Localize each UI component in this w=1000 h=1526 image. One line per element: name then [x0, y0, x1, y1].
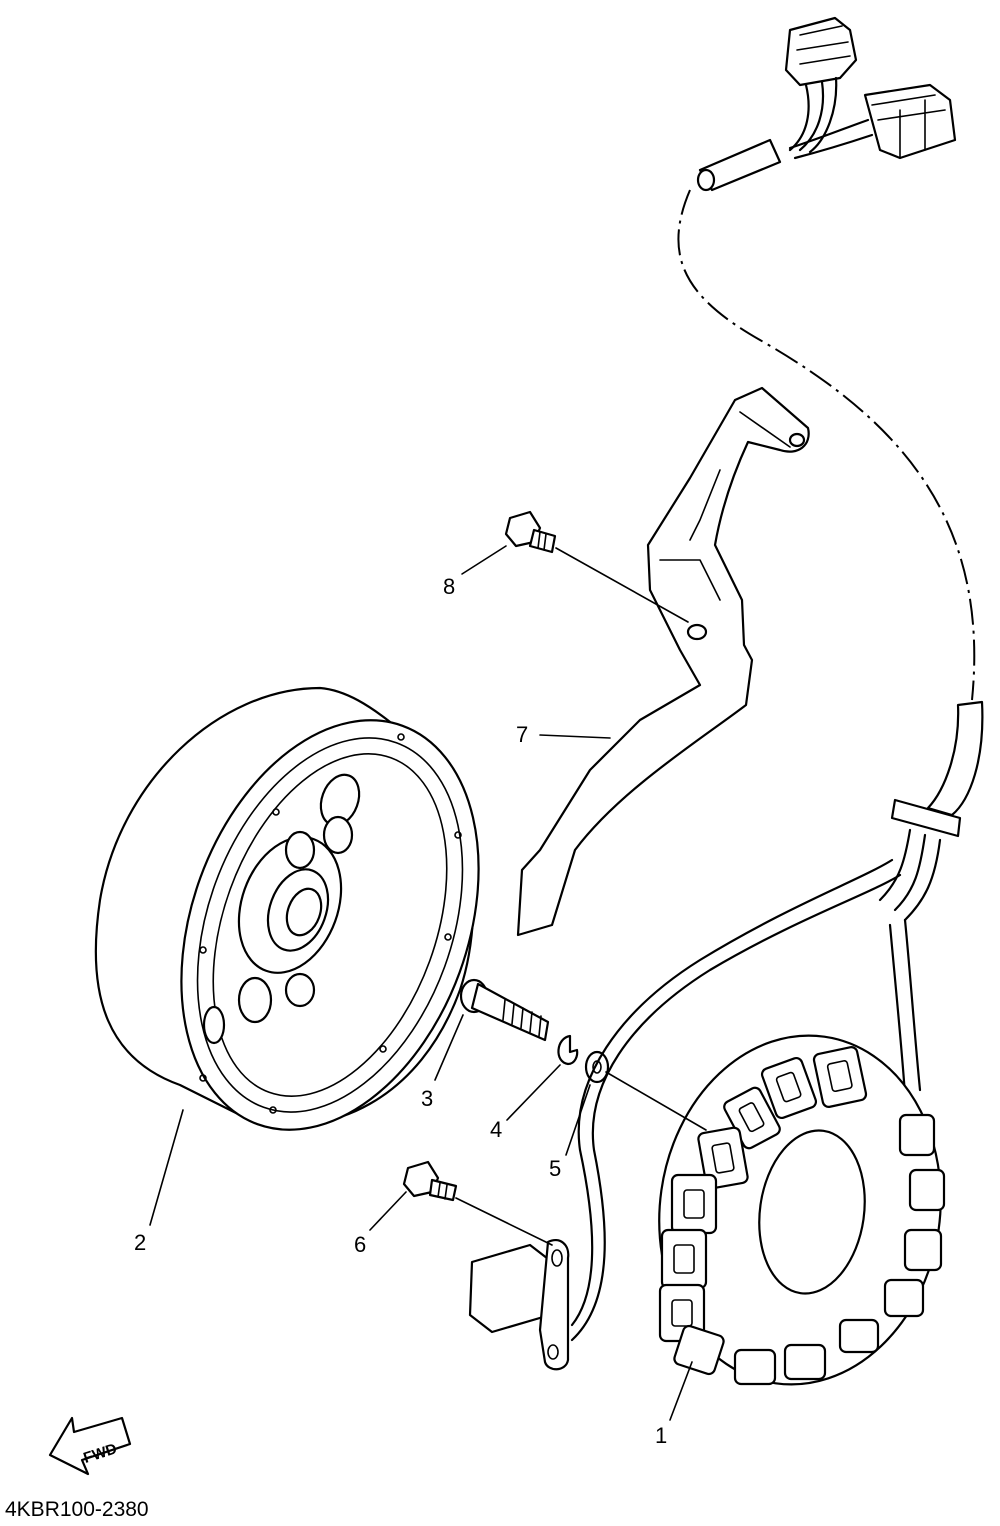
callout-3: 3: [421, 1086, 433, 1111]
callout-7: 7: [516, 722, 528, 747]
bolt6-axis: [455, 1197, 553, 1246]
wire-sleeve-top: [696, 138, 782, 192]
stator-coil-assembly: [658, 1034, 946, 1386]
leader-lines: [149, 545, 707, 1421]
callout-4: 4: [490, 1117, 502, 1142]
leader-line-5: [565, 1084, 591, 1156]
pickup-coil-bolt: [402, 1160, 458, 1202]
bolt3-axis: [605, 1071, 707, 1131]
leader-line-6: [369, 1191, 407, 1231]
wire-harness: [677, 16, 984, 1097]
flywheel-rotor: [94, 686, 480, 1131]
pickup-coil: [468, 858, 902, 1371]
leader-line-1: [669, 1361, 693, 1421]
callout-6: 6: [354, 1232, 366, 1257]
flat-connector: [788, 83, 957, 160]
bolt8-axis: [555, 547, 689, 623]
wire-sleeve-lower: [878, 700, 984, 1097]
callout-5: 5: [549, 1156, 561, 1181]
round-connector: [784, 16, 858, 154]
bracket-bolt: [504, 510, 557, 554]
rotor-bolt: [459, 978, 550, 1042]
fwd-arrow-icon: FWD: [48, 1416, 132, 1476]
leader-line-8: [461, 545, 507, 575]
leader-line-7: [539, 734, 611, 739]
leader-line-2: [149, 1109, 184, 1226]
cable-routing-line: [677, 189, 976, 701]
diagram-code: 4KBR100-2380: [5, 1498, 149, 1521]
callout-2: 2: [134, 1230, 146, 1255]
callout-1: 1: [655, 1423, 667, 1448]
leader-line-4: [506, 1064, 561, 1121]
stator-lead-bracket: [516, 386, 810, 937]
lock-washer: [557, 1034, 579, 1066]
callout-8: 8: [443, 574, 455, 599]
leader-line-3: [434, 1014, 464, 1081]
